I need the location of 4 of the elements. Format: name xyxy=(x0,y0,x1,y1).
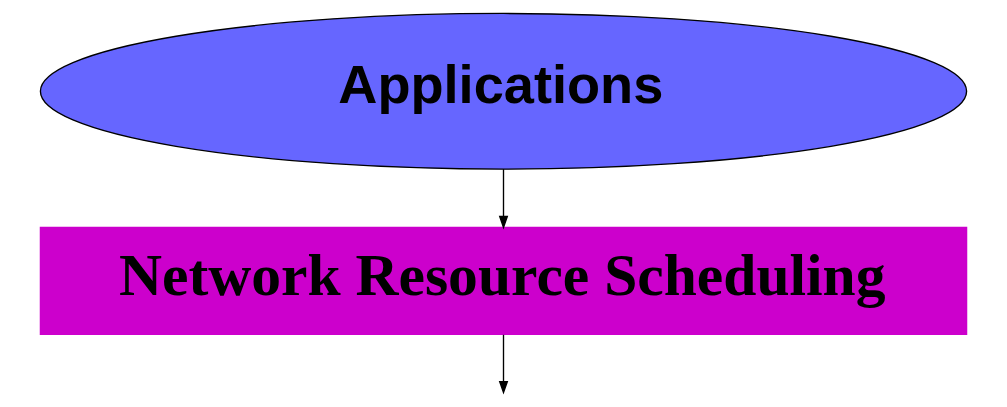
node-box: Network Resource Scheduling xyxy=(39,226,968,336)
arrow xyxy=(498,334,509,395)
node-ellipse: Applications xyxy=(39,12,968,170)
arrow xyxy=(498,168,509,230)
